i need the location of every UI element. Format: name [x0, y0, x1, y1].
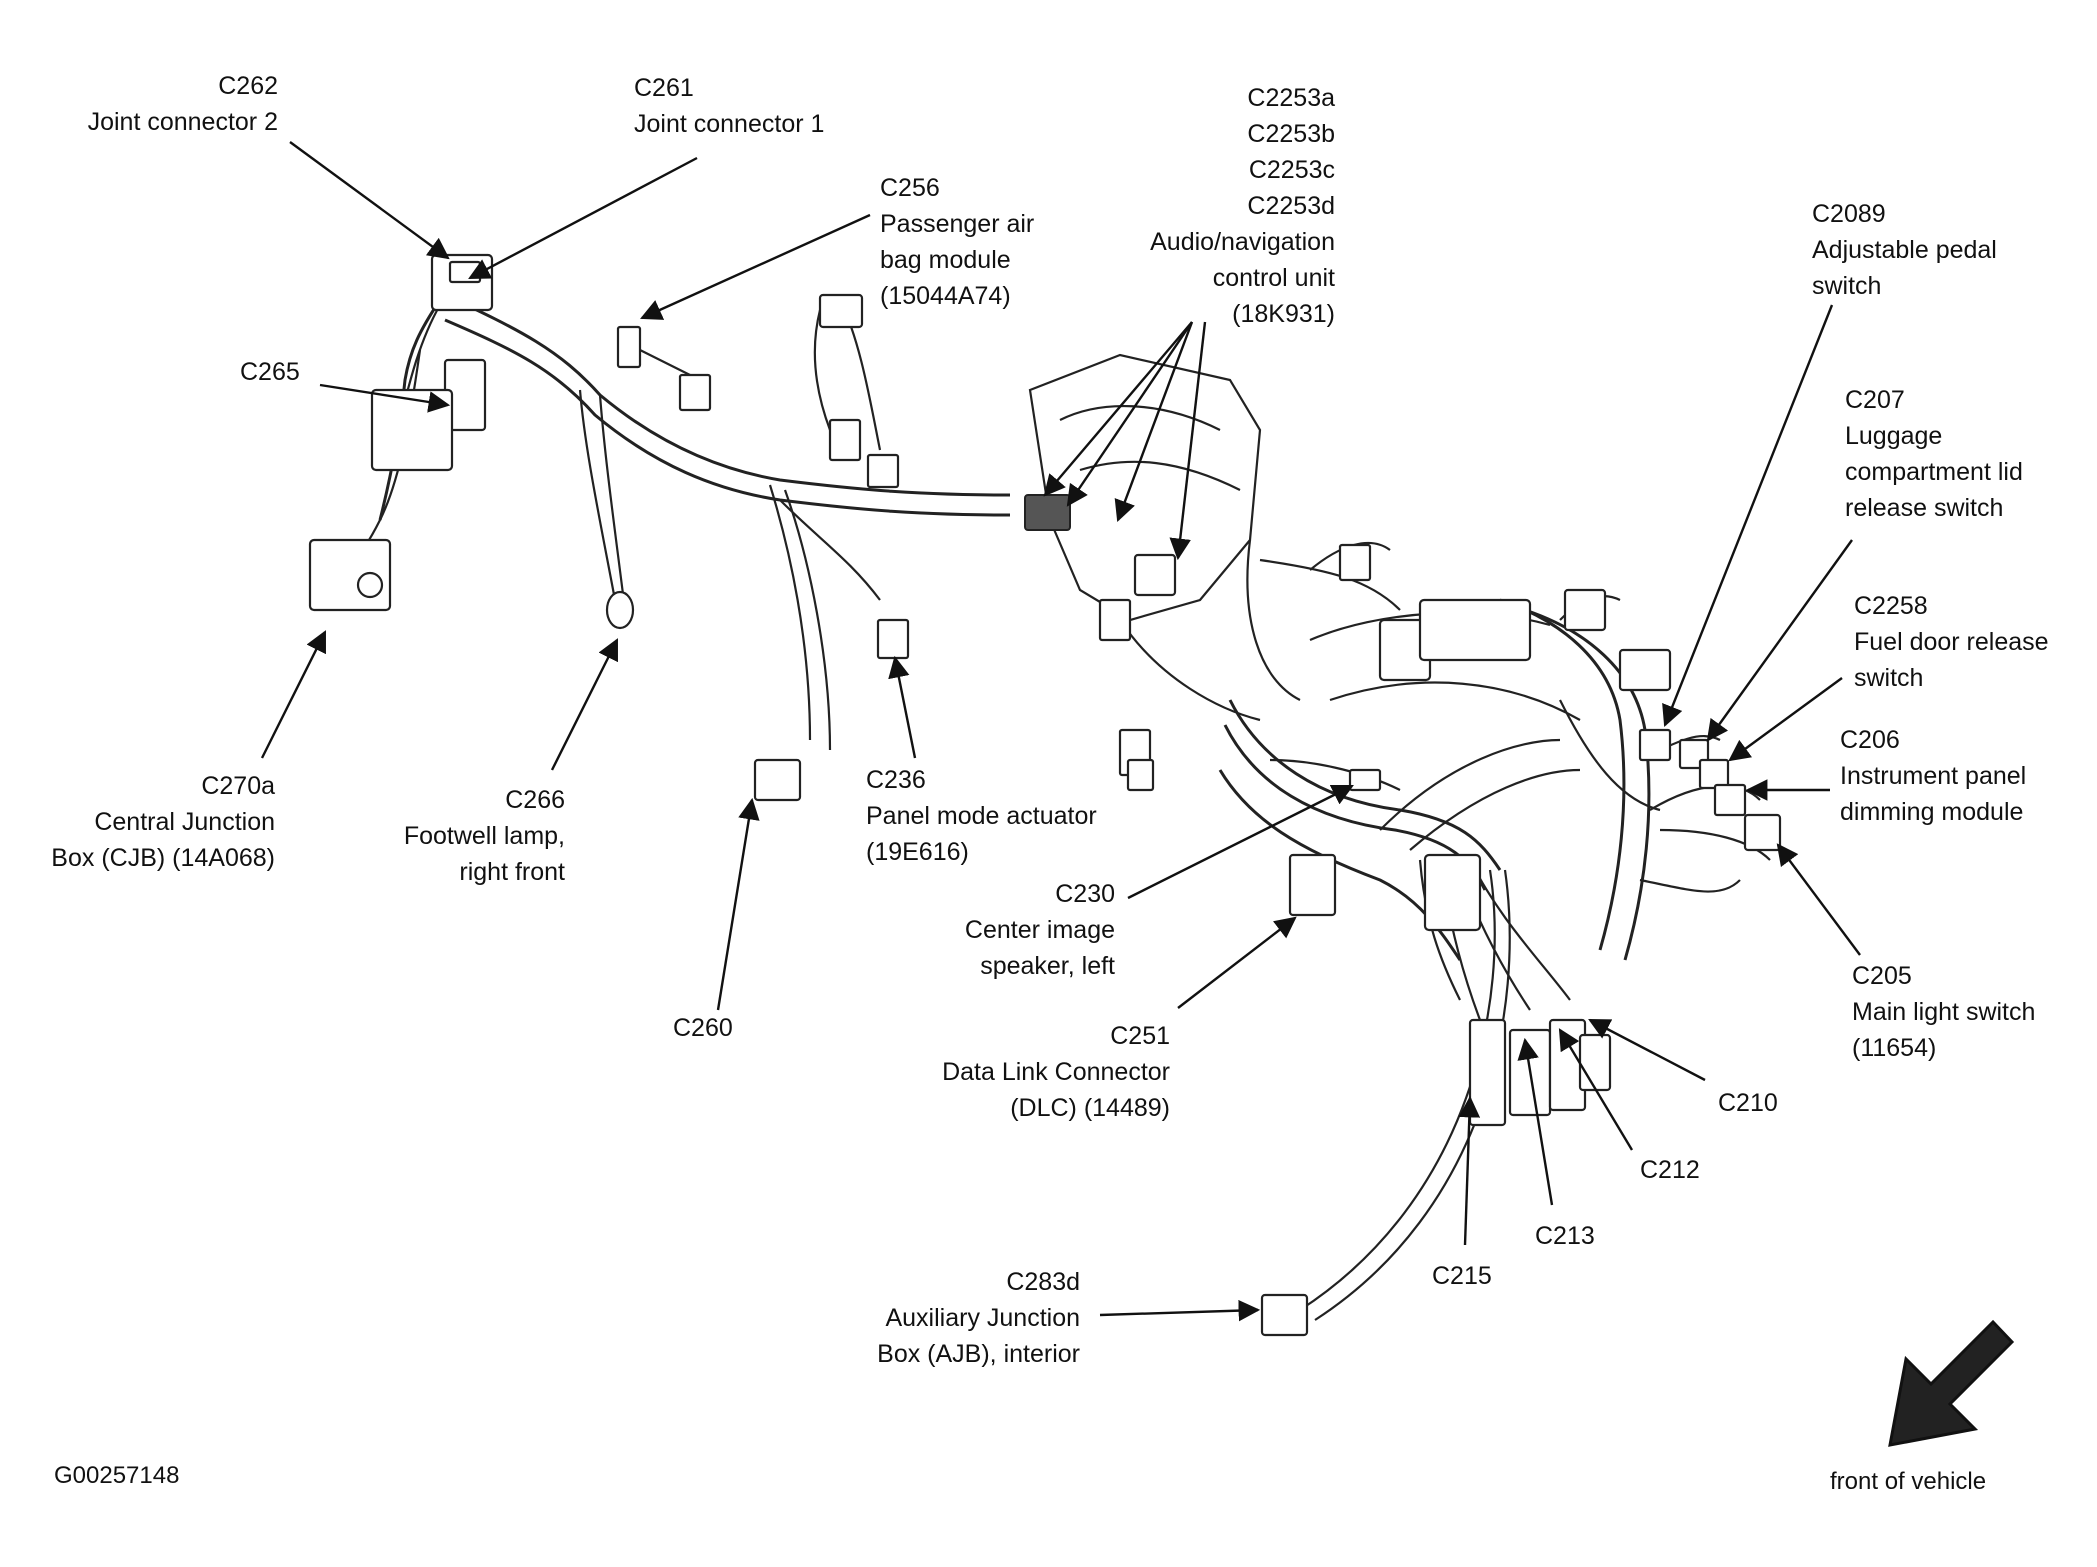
label-c2089: C2089 Adjustable pedal switch	[1812, 196, 1997, 304]
label-c266-desc-1: Footwell lamp,	[403, 822, 565, 850]
label-c213: C213	[1535, 1218, 1595, 1254]
label-c213-id: C213	[1535, 1222, 1595, 1250]
label-c266: C266 Footwell lamp, right front	[360, 782, 565, 890]
label-c265: C265	[240, 354, 300, 390]
label-c256-id: C256	[880, 174, 940, 202]
label-c251-id: C251	[1110, 1022, 1170, 1050]
connector-c230	[1348, 768, 1382, 792]
label-c207-desc-2: compartment lid	[1845, 458, 2023, 486]
leader-lines	[260, 141, 1861, 1322]
diagram-id: G00257148	[54, 1462, 180, 1489]
connector-c2253	[1024, 494, 1071, 531]
label-c260: C260	[673, 1010, 733, 1046]
label-c261: C261 Joint connector 1	[634, 70, 824, 142]
label-c260-id: C260	[673, 1014, 733, 1042]
label-c236-part: (19E616)	[866, 838, 969, 866]
connectors	[308, 253, 1782, 1337]
label-c270a-desc-1: Central Junction	[94, 808, 275, 836]
connector-c206	[1713, 783, 1747, 817]
label-c261-desc: Joint connector 1	[634, 110, 825, 138]
label-c251: C251 Data Link Connector (DLC) (14489)	[900, 1018, 1170, 1126]
front-of-vehicle-label: front of vehicle	[1830, 1468, 1987, 1495]
connector-c283d	[1260, 1293, 1309, 1337]
label-c270a-id: C270a	[201, 772, 275, 800]
label-c207-desc-1: Luggage	[1845, 422, 1943, 450]
label-c266-id: C266	[505, 786, 565, 814]
connector-c251	[1288, 853, 1337, 917]
label-c251-part: (DLC) (14489)	[1010, 1094, 1170, 1122]
label-c205: C205 Main light switch (11654)	[1852, 958, 2035, 1066]
label-c205-desc: Main light switch	[1852, 998, 2036, 1026]
label-c283d-desc-1: Auxiliary Junction	[885, 1304, 1080, 1332]
main-harness	[378, 293, 1651, 961]
label-c256-desc-1: Passenger air	[880, 210, 1035, 238]
label-c2089-id: C2089	[1812, 200, 1886, 228]
label-c212-id: C212	[1640, 1156, 1700, 1184]
label-c262-desc: Joint connector 2	[87, 108, 278, 136]
label-c215-id: C215	[1432, 1262, 1492, 1290]
label-c206-desc-2: dimming module	[1840, 798, 2024, 826]
label-c2253a: C2253a	[1247, 84, 1335, 112]
label-c2253b: C2253b	[1247, 120, 1335, 148]
label-c205-id: C205	[1852, 962, 1912, 990]
label-c2089-desc-2: switch	[1812, 272, 1882, 300]
connector-c215	[1468, 1018, 1507, 1127]
label-c283d: C283d Auxiliary Junction Box (AJB), inte…	[830, 1264, 1080, 1372]
label-c256-part: (15044A74)	[880, 282, 1011, 310]
label-c283d-desc-2: Box (AJB), interior	[877, 1340, 1080, 1368]
label-c2253d: C2253d	[1247, 192, 1335, 220]
connector-c210	[1578, 1033, 1612, 1092]
label-c2253-desc-1: Audio/navigation	[1150, 228, 1335, 256]
label-c2258-desc-1: Fuel door release	[1854, 628, 2049, 656]
label-c270a: C270a Central Junction Box (CJB) (14A068…	[30, 768, 275, 876]
label-c2258-id: C2258	[1854, 592, 1928, 620]
label-c210: C210	[1718, 1085, 1778, 1121]
label-c230-desc-1: Center image	[964, 916, 1115, 944]
label-c256: C256 Passenger air bag module (15044A74)	[880, 170, 1034, 314]
connector-c2089	[1638, 728, 1672, 762]
label-c236-desc: Panel mode actuator	[866, 802, 1097, 830]
label-c206-id: C206	[1840, 726, 1900, 754]
label-c2253-desc-2: control unit	[1212, 264, 1335, 292]
label-c207-id: C207	[1845, 386, 1905, 414]
label-c207-desc-3: release switch	[1845, 494, 2004, 522]
label-c2253: C2253a C2253b C2253c C2253d Audio/naviga…	[1100, 80, 1335, 332]
label-c206: C206 Instrument panel dimming module	[1840, 722, 2026, 830]
label-c210-id: C210	[1718, 1089, 1778, 1117]
label-c2258-desc-2: switch	[1854, 664, 1924, 692]
label-c230: C230 Center image speaker, left	[900, 876, 1115, 984]
label-c2089-desc-1: Adjustable pedal	[1812, 236, 1997, 264]
label-c207: C207 Luggage compartment lid release swi…	[1845, 382, 2023, 526]
connector-c266	[605, 590, 635, 630]
label-c236-id: C236	[866, 766, 926, 794]
label-c270a-desc-2: Box (CJB) (14A068)	[51, 844, 275, 872]
label-c230-desc-2: speaker, left	[980, 952, 1115, 980]
label-c266-desc-2: right front	[459, 858, 565, 886]
label-c230-id: C230	[1055, 880, 1115, 908]
label-c262: C262 Joint connector 2	[50, 68, 278, 140]
label-c262-id: C262	[218, 72, 278, 100]
label-c212: C212	[1640, 1152, 1700, 1188]
label-c261-id: C261	[634, 74, 694, 102]
label-c283d-id: C283d	[1006, 1268, 1080, 1296]
front-of-vehicle-arrow-icon	[1888, 1319, 2015, 1447]
connector-c2258	[1698, 758, 1730, 790]
connector-c260	[753, 758, 802, 802]
label-c236: C236 Panel mode actuator (19E616)	[866, 762, 1097, 870]
label-c2253c: C2253c	[1248, 156, 1335, 184]
label-c206-desc-1: Instrument panel	[1840, 762, 2027, 790]
label-c256-desc-2: bag module	[880, 246, 1011, 274]
connector-c236	[876, 618, 910, 660]
label-c205-part: (11654)	[1852, 1034, 1937, 1062]
label-c2253-part: (18K931)	[1232, 300, 1335, 328]
label-c265-id: C265	[240, 358, 300, 386]
label-c215: C215	[1432, 1258, 1492, 1294]
connector-c205	[1743, 813, 1782, 852]
connector-c256	[616, 325, 642, 369]
label-c2258: C2258 Fuel door release switch	[1854, 588, 2049, 696]
label-c251-desc: Data Link Connector	[942, 1058, 1170, 1086]
